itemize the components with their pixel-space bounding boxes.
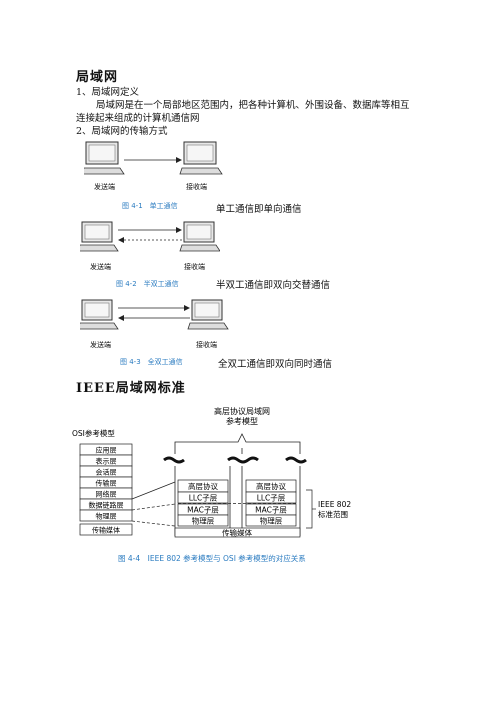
left-mac: MAC子层 [187, 506, 219, 515]
figure-half-duplex [80, 221, 220, 252]
fig2-sender-label: 发送端 [90, 263, 111, 271]
osi-medium: 传输媒体 [92, 526, 120, 535]
fig1-note: 单工通信即单向通信 [216, 204, 302, 215]
sender-computer-icon [80, 299, 119, 330]
top-label-2: 参考模型 [226, 416, 258, 426]
right-802-stack [245, 479, 297, 527]
osi-layer-session: 会话层 [96, 468, 117, 477]
fig2-note: 半双工通信即双向交替通信 [216, 280, 331, 291]
right-high-protocol: 高层协议 [256, 481, 286, 491]
osi-layer-datalink: 数据链路层 [89, 501, 124, 510]
fig2-receiver-label: 接收端 [184, 263, 205, 271]
left-high-protocol: 高层协议 [188, 481, 218, 491]
right-mac: MAC子层 [255, 506, 287, 515]
osi-layer-presentation: 表示层 [96, 457, 117, 466]
fig1-receiver-label: 接收端 [186, 183, 207, 191]
right-llc: LLC子层 [257, 494, 286, 503]
fig3-receiver-label: 接收端 [196, 341, 217, 349]
osi-layer-application: 应用层 [96, 446, 117, 455]
left-physical: 物理层 [192, 516, 215, 526]
fig2-caption: 图 4-2 半双工通信 [116, 280, 179, 288]
sender-computer-icon [80, 221, 119, 252]
osi-layer-physical: 物理层 [96, 512, 117, 521]
fig3-sender-label: 发送端 [90, 341, 111, 349]
left-llc: LLC子层 [189, 494, 218, 503]
figure-simplex [84, 141, 223, 175]
figure-ieee-802-osi: 高层协议局域网 参考模型 OSI参考模型 应用层 表示层 会话层 传输层 网络层… [72, 406, 351, 538]
osi-stack [79, 443, 133, 536]
figure-full-duplex [80, 299, 229, 330]
section-2-heading: 2、局域网的传输方式 [76, 126, 168, 137]
fig1-sender-label: 发送端 [94, 183, 115, 191]
scope-bracket [306, 489, 313, 529]
fig1-caption: 图 4-1 单工通信 [122, 202, 178, 210]
section-1-heading: 1、局域网定义 [76, 87, 140, 98]
osi-layer-transport: 传输层 [96, 479, 117, 488]
right-physical: 物理层 [260, 516, 283, 526]
ieee-title: IEEE局域网标准 [76, 381, 186, 396]
page-title: 局域网 [76, 70, 119, 85]
medium-bar [174, 527, 301, 538]
fig4-caption: 图 4-4 IEEE 802 参考模型与 OSI 参考模型的对应关系 [118, 554, 306, 563]
receiver-computer-icon [187, 299, 229, 330]
scope-label-1: IEEE 802 [318, 500, 351, 509]
section-1-text-line-2: 连接起来组成的计算机通信网 [76, 113, 200, 124]
top-brace [174, 433, 301, 448]
osi-title: OSI参考模型 [72, 428, 115, 438]
receiver-computer-icon [179, 141, 223, 175]
section-1-text-line-1: 局域网是在一个局部地区范围内，把各种计算机、外围设备、数据库等相互 [96, 100, 410, 111]
receiver-computer-icon [179, 221, 220, 252]
sender-computer-icon [84, 141, 125, 175]
fig3-note: 全双工通信即双向同时通信 [218, 359, 333, 370]
wave-middle [227, 456, 259, 464]
top-label-1: 高层协议局域网 [214, 406, 270, 416]
fig3-caption: 图 4-3 全双工通信 [120, 358, 183, 366]
left-802-stack [177, 479, 229, 527]
scope-label-2: 标准范围 [318, 509, 348, 519]
osi-layer-network: 网络层 [96, 490, 117, 499]
medium-label: 传输媒体 [222, 528, 252, 538]
wave-left [163, 456, 185, 464]
wave-right [285, 456, 307, 464]
